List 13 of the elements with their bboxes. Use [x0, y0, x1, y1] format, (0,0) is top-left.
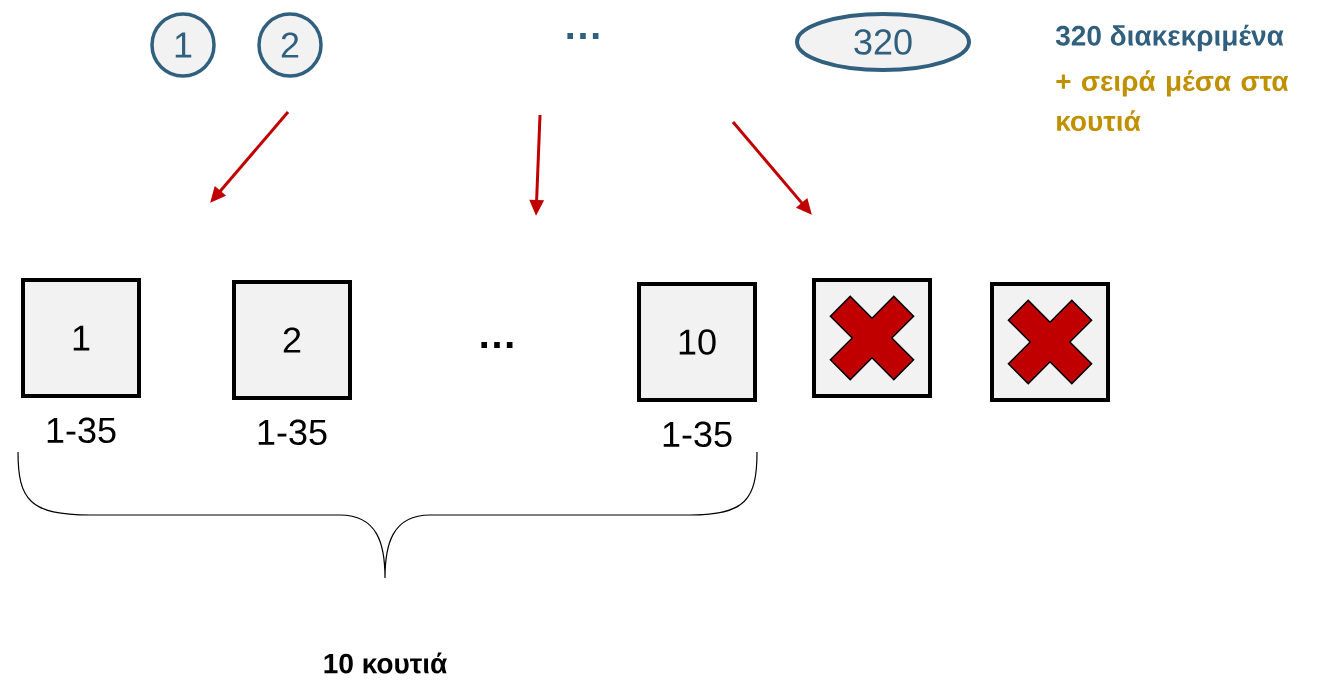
caption-text: 10 κουτιά [324, 652, 447, 674]
heading-text: 320 διακεκριμένα [1055, 24, 1284, 52]
ellipsis: … [481, 342, 513, 348]
range-label: 1-35 [47, 417, 116, 443]
range-label: 1-35 [663, 421, 732, 447]
crossed-out-box [812, 278, 932, 398]
range-label: 1-35 [258, 419, 327, 445]
number-box: 2 [232, 280, 352, 400]
ellipsis: … [567, 33, 599, 39]
note-text: + σειρά μέσα στα κουτιά [1056, 70, 1289, 132]
number-box: 1 [21, 278, 141, 398]
number-box: 10 [637, 282, 757, 402]
crossed-out-box [990, 282, 1110, 402]
